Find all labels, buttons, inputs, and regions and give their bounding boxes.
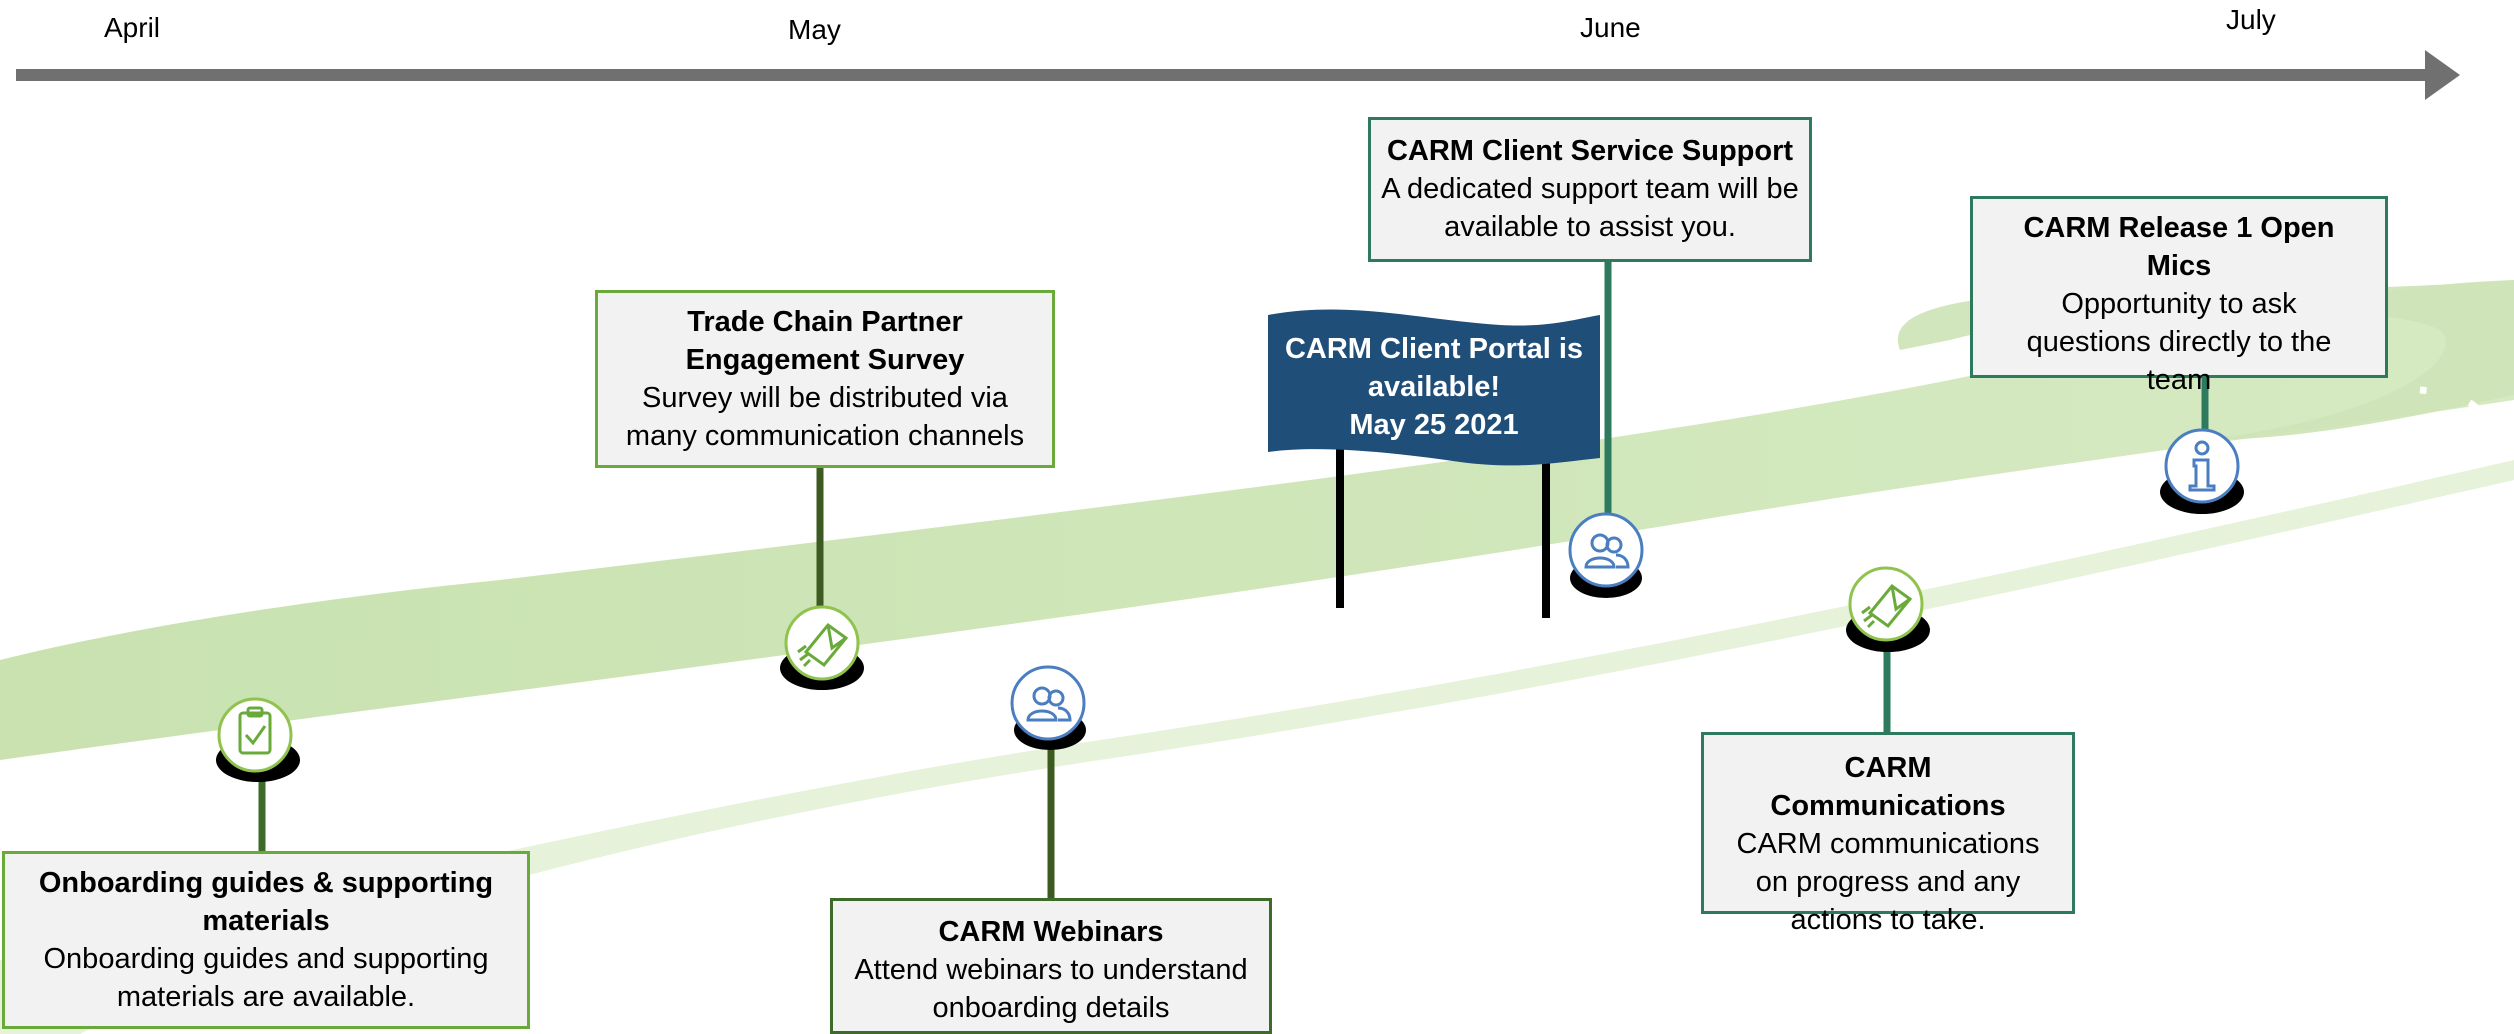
milestone-box-webinars: CARM Webinars Attend webinars to underst… bbox=[830, 898, 1272, 1034]
milestone-box-onboarding: Onboarding guides & supporting materials… bbox=[2, 851, 530, 1029]
month-label-july: July bbox=[2226, 4, 2276, 35]
milestone-description: Onboarding guides and supporting materia… bbox=[43, 943, 489, 1013]
marker-webinars bbox=[1010, 665, 1086, 750]
milestone-description: CARM communications on progress and any … bbox=[1736, 828, 2040, 936]
milestone-box-openmics: CARM Release 1 Open Mics Opportunity to … bbox=[1970, 196, 2388, 396]
flag-banner bbox=[1268, 309, 1600, 466]
flag-line-3: May 25 2021 bbox=[1349, 409, 1519, 441]
timeline-arrow-head bbox=[2425, 50, 2460, 100]
info-icon bbox=[2188, 440, 2216, 492]
flag-text: CARM Client Portal is available! May 25 … bbox=[1268, 330, 1600, 444]
clipboard-check-icon bbox=[238, 706, 272, 755]
people-icon bbox=[1584, 533, 1630, 569]
milestone-title: CARM Release 1 Open Mics bbox=[2023, 212, 2335, 282]
flag-line-1: CARM Client Portal is bbox=[1284, 333, 1584, 365]
milestone-description: A dedicated support team will be availab… bbox=[1381, 173, 1799, 243]
milestone-box-communications: CARM Communications CARM communications … bbox=[1701, 732, 2075, 936]
road bbox=[0, 280, 2514, 760]
marker-onboarding bbox=[216, 697, 300, 782]
marker-communications bbox=[1846, 566, 1930, 652]
month-label-may: May bbox=[788, 14, 841, 45]
marker-openmics bbox=[2160, 428, 2244, 514]
milestone-box-survey: Trade Chain Partner Engagement Survey Su… bbox=[595, 290, 1055, 468]
marker-support bbox=[1568, 512, 1644, 598]
flag-line-2: available! bbox=[1367, 371, 1501, 403]
milestone-description: Survey will be distributed via many comm… bbox=[625, 382, 1025, 452]
mail-send-icon bbox=[797, 622, 849, 668]
milestone-title: Onboarding guides & supporting materials bbox=[38, 867, 494, 937]
road-centre-line bbox=[59, 386, 2485, 844]
mail-send-icon bbox=[1861, 583, 1913, 629]
month-label-june: June bbox=[1580, 12, 1641, 43]
milestone-box-support: CARM Client Service Support A dedicated … bbox=[1368, 117, 1812, 262]
marker-survey bbox=[780, 605, 864, 690]
milestone-title: Trade Chain Partner Engagement Survey bbox=[685, 306, 965, 376]
milestone-title: CARM Webinars bbox=[938, 916, 1164, 948]
milestone-description: Attend webinars to understand onboarding… bbox=[854, 954, 1248, 1024]
milestone-description: Opportunity to ask questions directly to… bbox=[2026, 288, 2332, 396]
people-icon bbox=[1026, 686, 1072, 722]
milestone-title: CARM Client Service Support bbox=[1386, 135, 1794, 167]
milestone-title: CARM Communications bbox=[1770, 752, 2006, 822]
month-label-april: April bbox=[104, 12, 161, 43]
